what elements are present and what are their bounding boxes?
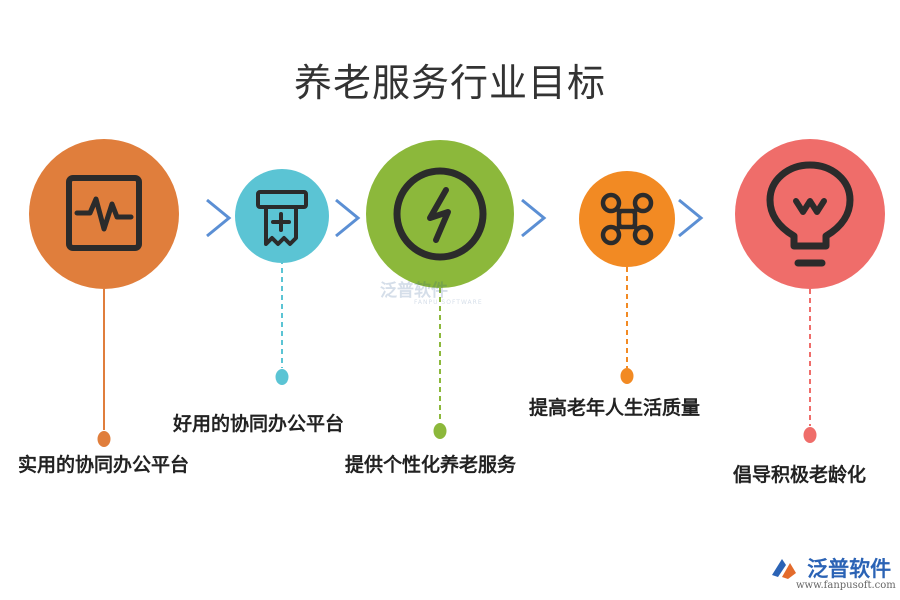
end-dot-5 bbox=[803, 427, 817, 443]
circle-5 bbox=[735, 139, 885, 289]
end-dot-3 bbox=[433, 423, 447, 439]
lightning-icon bbox=[393, 167, 487, 261]
chevron-arrow-1 bbox=[206, 198, 232, 238]
chevron-arrow-2 bbox=[335, 198, 361, 238]
circle-1 bbox=[29, 139, 179, 289]
diagram-title: 养老服务行业目标 bbox=[293, 61, 606, 105]
end-dot-2 bbox=[275, 369, 289, 385]
lightbulb-icon bbox=[766, 161, 854, 267]
brand-logo: 泛普软件 www.fanpusoft.com bbox=[768, 553, 896, 591]
watermark-text: 泛普软件 bbox=[380, 281, 448, 301]
item-label-3: 提供个性化养老服务 bbox=[345, 454, 517, 476]
item-label-2: 好用的协同办公平台 bbox=[173, 413, 345, 435]
end-dot-1 bbox=[97, 431, 111, 447]
item-label-5: 倡导积极老龄化 bbox=[733, 464, 867, 486]
brand-url: www.fanpusoft.com bbox=[796, 580, 896, 591]
watermark-subtext: FANPU SOFTWARE bbox=[414, 299, 483, 306]
circle-4 bbox=[579, 171, 675, 267]
chevron-arrow-3 bbox=[521, 198, 547, 238]
chevron-arrow-4 bbox=[678, 198, 704, 238]
pulse-monitor-icon bbox=[66, 175, 142, 251]
item-label-4: 提高老年人生活质量 bbox=[529, 397, 701, 419]
fanpu-logo-icon bbox=[772, 559, 796, 579]
center-watermark: 泛普软件 FANPU SOFTWARE bbox=[380, 276, 483, 306]
drone-icon bbox=[600, 192, 654, 246]
item-label-1: 实用的协同办公平台 bbox=[18, 454, 190, 476]
brand-name: 泛普软件 bbox=[807, 557, 892, 581]
receipt-plus-icon bbox=[256, 190, 308, 246]
end-dot-4 bbox=[620, 368, 634, 384]
